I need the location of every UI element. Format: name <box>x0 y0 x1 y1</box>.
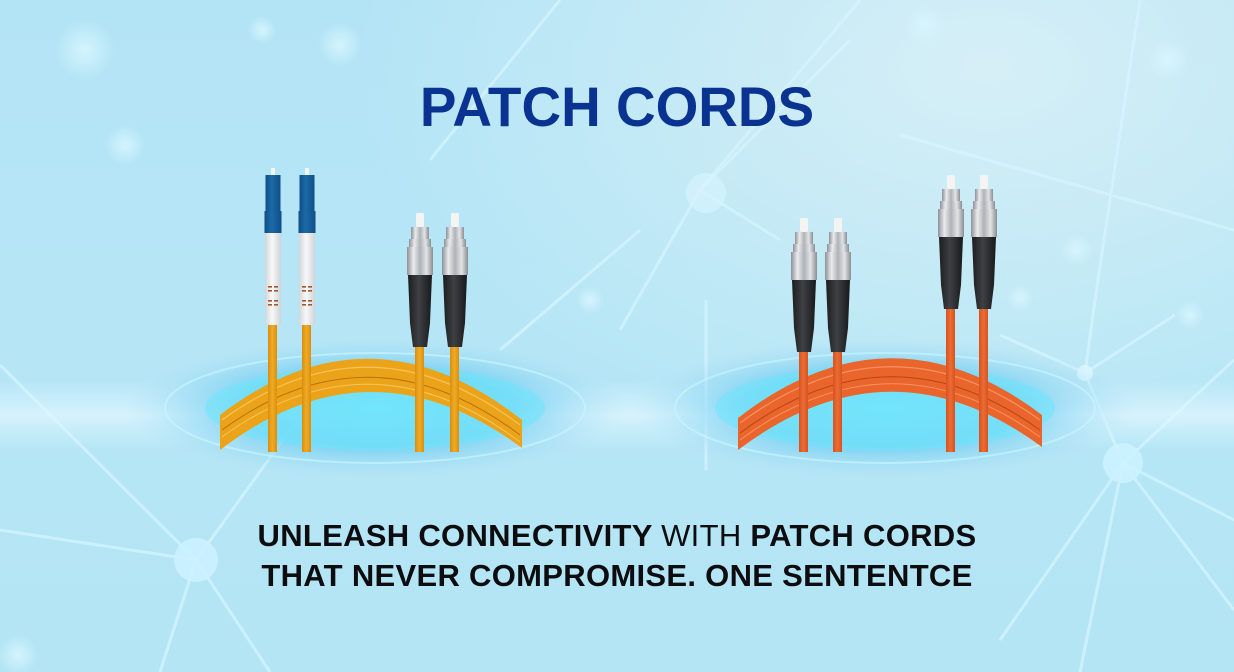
tagline-part-3: PATCH CORDS <box>750 518 977 553</box>
orange-cable-4 <box>979 305 988 452</box>
fc-connector-yellow-2 <box>442 213 468 347</box>
orange-cable-1 <box>799 345 808 452</box>
fc-connector-orange-3 <box>938 175 964 309</box>
yellow-cable-1 <box>268 320 277 452</box>
fc-connector-orange-2 <box>825 218 851 352</box>
orange-cable-arc <box>738 358 1042 450</box>
yellow-cable-4 <box>450 345 459 452</box>
yellow-cable-2 <box>302 320 311 452</box>
fc-connector-yellow-1 <box>407 213 433 347</box>
orange-cable-2 <box>833 345 842 452</box>
orange-cable-3 <box>946 305 955 452</box>
lc-connector-2 <box>298 168 316 325</box>
page-title: PATCH CORDS <box>419 75 815 138</box>
lc-connector-1 <box>264 168 282 325</box>
tagline: UNLEASH CONNECTIVITY WITH PATCH CORDS TH… <box>0 516 1234 596</box>
yellow-cable-arc <box>220 358 522 450</box>
tagline-line-2: THAT NEVER COMPROMISE. ONE SENTENTCE <box>261 558 973 593</box>
tagline-part-2: WITH <box>661 518 751 553</box>
yellow-cable-3 <box>415 345 424 452</box>
tagline-part-1: UNLEASH CONNECTIVITY <box>257 518 662 553</box>
tagline-line-1: UNLEASH CONNECTIVITY WITH PATCH CORDS <box>0 516 1234 556</box>
fc-connector-orange-1 <box>791 218 817 352</box>
fc-connector-orange-4 <box>971 175 997 309</box>
